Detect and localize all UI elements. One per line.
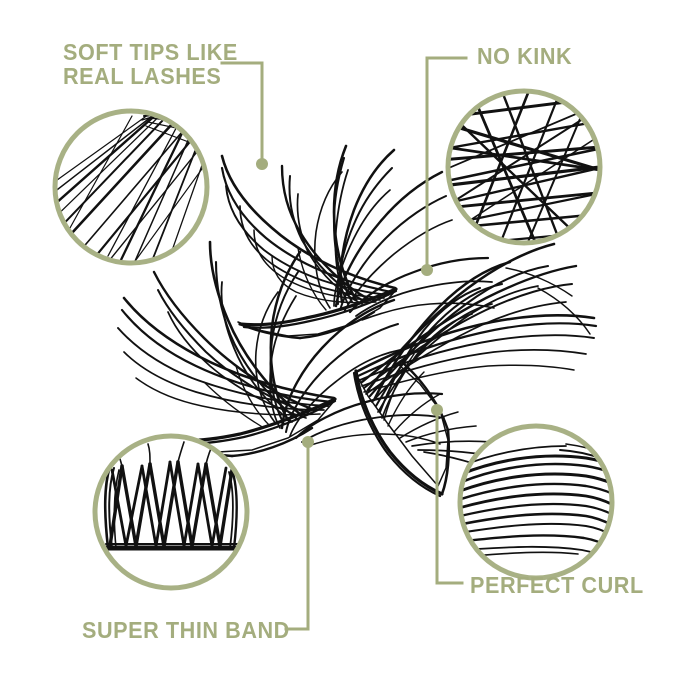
product-lashes: [117, 144, 598, 498]
connector-dot-no-kink: [421, 264, 433, 276]
connector-no-kink: [425, 56, 468, 268]
callout-label-super-thin-band: SUPER THIN BAND: [82, 617, 290, 643]
lash-strip-lower-right: [352, 242, 598, 498]
connector-dot-super-thin-band: [302, 436, 314, 448]
callout-label-no-kink: NO KINK: [477, 43, 573, 69]
callout-circle-super-thin-band: [92, 433, 250, 591]
connector-dots: [256, 158, 443, 448]
callout-circle-perfect-curl: [457, 423, 615, 581]
connector-dot-perfect-curl: [431, 404, 443, 416]
callout-circle-no-kink: [445, 88, 603, 246]
connectors: [220, 56, 468, 631]
lash-strip-upper: [220, 144, 495, 340]
callout-label-perfect-curl: PERFECT CURL: [470, 572, 644, 598]
connector-dot-soft-tips: [256, 158, 268, 170]
connector-soft-tips: [220, 61, 264, 162]
connector-super-thin-band: [284, 444, 310, 631]
connector-perfect-curl: [435, 412, 464, 585]
callout-label-soft-tips: SOFT TIPS LIKE REAL LASHES: [63, 39, 238, 89]
